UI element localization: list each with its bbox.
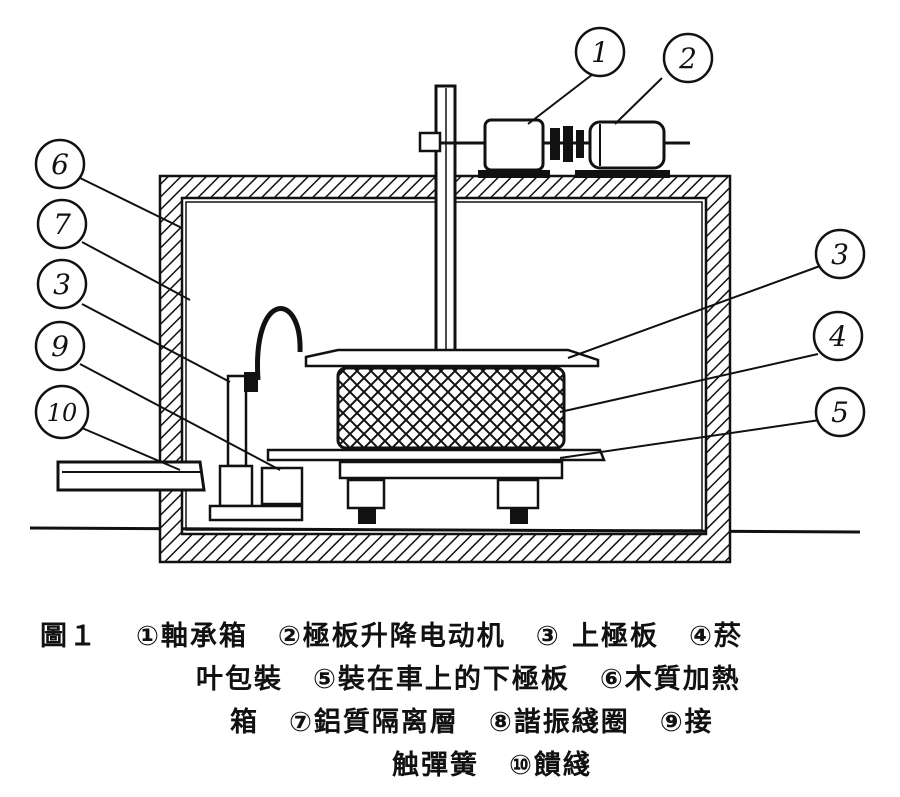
callout-1: 1	[574, 26, 626, 78]
caption-item-6b: 箱	[230, 707, 259, 738]
lower-plate	[266, 448, 606, 480]
svg-text:7: 7	[53, 208, 71, 241]
feed-line	[56, 460, 206, 492]
svg-text:10: 10	[47, 399, 78, 427]
caption-item-2: ②極板升降电动机	[277, 621, 506, 652]
svg-text:6: 6	[51, 148, 69, 181]
caption-item-5: ⑤裝在車上的下極板	[313, 664, 570, 695]
caption-item-9b: 触彈簧	[392, 750, 479, 781]
callout-3-right: 3	[814, 228, 866, 280]
figure-id: 圖１	[40, 621, 98, 652]
svg-text:5: 5	[831, 396, 849, 429]
trolley-wheels	[346, 478, 540, 524]
caption-line-2: 叶包裝 ⑤裝在車上的下極板 ⑥木質加熱	[40, 658, 880, 701]
svg-text:4: 4	[828, 320, 847, 353]
bearing-box	[478, 118, 550, 178]
callout-9: 9	[34, 320, 86, 372]
contact-spring	[208, 464, 304, 522]
callout-4: 4	[812, 310, 864, 362]
callout-10: 10	[34, 384, 90, 440]
caption-item-1: ①軸承箱	[136, 621, 248, 652]
svg-text:1: 1	[591, 36, 609, 69]
coupling	[550, 126, 584, 162]
callout-2: 2	[662, 32, 714, 84]
leader-lines	[79, 73, 821, 471]
callout-3-left: 3	[36, 258, 88, 310]
tobacco-package	[336, 366, 566, 450]
svg-text:3: 3	[53, 268, 71, 301]
caption-item-10: ⑩饋綫	[509, 750, 592, 781]
lifting-motor	[575, 120, 670, 178]
caption-item-7: ⑦鋁質隔离層	[289, 707, 459, 738]
caption-line-4: 触彈簧 ⑩饋綫	[40, 744, 880, 787]
callout-5: 5	[814, 386, 866, 438]
caption-line-1: 圖１ ①軸承箱 ②極板升降电动机 ③ 上極板 ④菸	[40, 615, 880, 658]
lifting-rod	[434, 84, 457, 358]
caption-item-8: ⑧諧振綫圈	[488, 707, 630, 738]
caption-item-9a: ⑨接	[659, 707, 714, 738]
caption-item-4b: 叶包裝	[196, 664, 283, 695]
caption-line-3: 箱 ⑦鋁質隔离層 ⑧諧振綫圈 ⑨接	[40, 701, 880, 744]
resonant-coil	[226, 306, 303, 468]
svg-text:3: 3	[831, 238, 849, 271]
caption-item-3: ③ 上極板	[535, 621, 660, 652]
upper-plate	[304, 348, 600, 368]
callout-6: 6	[34, 138, 86, 190]
svg-text:9: 9	[51, 330, 69, 363]
callout-7: 7	[36, 198, 88, 250]
caption-item-4a: ④菸	[689, 621, 743, 652]
caption-item-6a: ⑥木質加熱	[599, 664, 741, 695]
svg-text:2: 2	[678, 42, 697, 75]
apparatus-diagram: 1 2 3 4 5 6 7 3 9 10	[29, 26, 866, 564]
